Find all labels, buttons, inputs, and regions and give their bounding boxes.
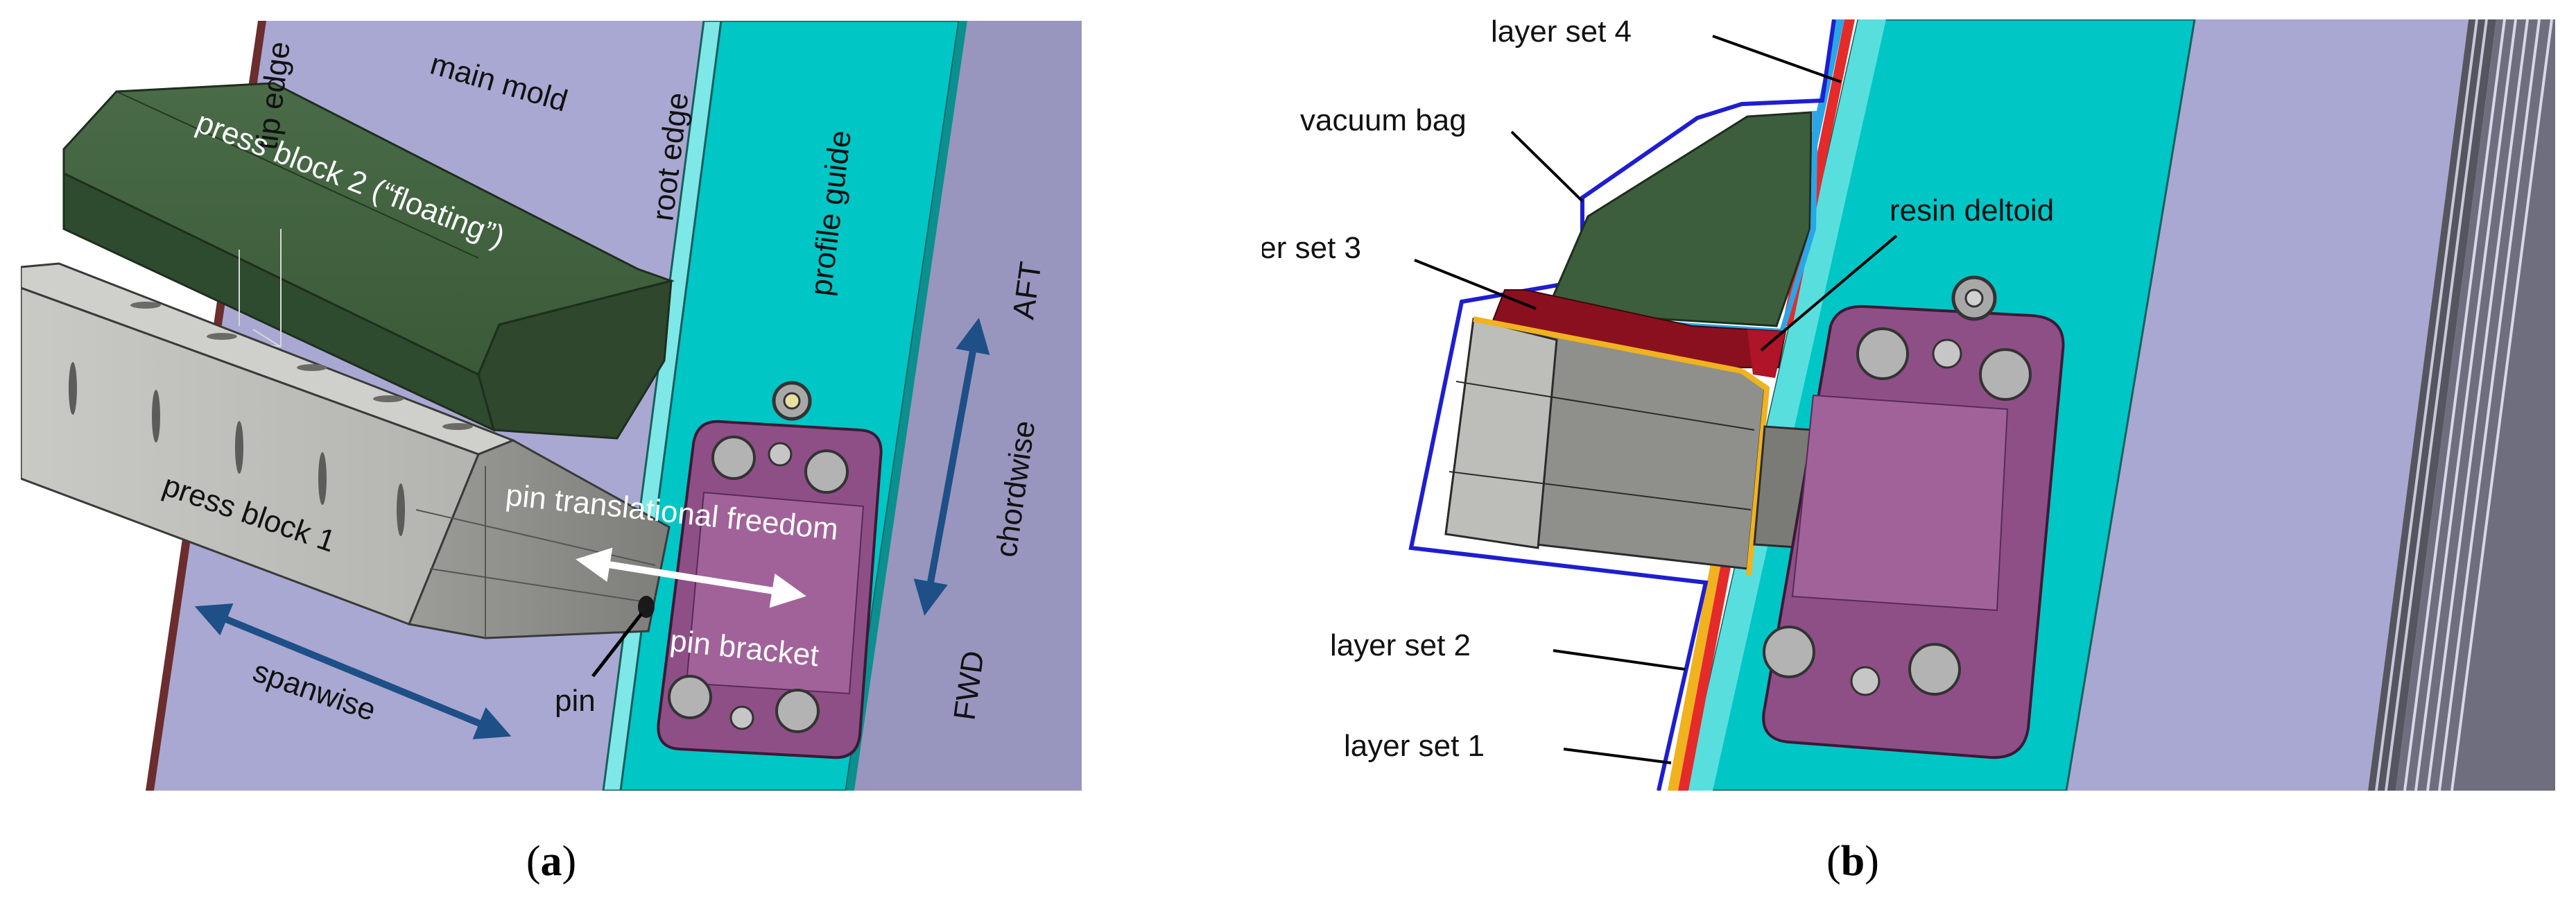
panel-b-scene: layer set 4 vacuum bag resin deltoid lay… (1220, 15, 2555, 791)
press-block-1-top-holes (130, 302, 473, 430)
leader-layer-set-1 (1563, 748, 1672, 764)
leader-layer-set-2 (1553, 649, 1686, 671)
label-layer-set-4: layer set 4 (1491, 15, 1632, 49)
label-aft: AFT (1006, 259, 1048, 321)
press-block-1-slots (69, 362, 405, 536)
leader-resin-deltoid (1760, 234, 1898, 352)
panel-b-profile-guide-face (1685, 19, 1886, 791)
label-resin-deltoid: resin deltoid (1890, 194, 2054, 227)
panel-b-pin-bracket (1762, 304, 2065, 759)
panel-b-mold (2066, 19, 2469, 791)
panel-b-guide-washer-icon (1951, 275, 1997, 321)
bracket-bolt-icon (668, 436, 849, 733)
panel-a-scene: tip edge main mold root edge profile gui… (21, 21, 1082, 791)
label-vacuum-bag: vacuum bag (1300, 103, 1467, 137)
caption-b: (b) (1826, 838, 1879, 885)
press-block-2-end (477, 280, 673, 440)
resin-deltoid-core (1747, 329, 1786, 378)
caption-a: (a) (526, 838, 576, 885)
chordwise-arrow (913, 318, 990, 616)
spanwise-arrow (194, 603, 512, 739)
layer-strip-orange (1668, 534, 1727, 791)
layer-strip-red (1678, 534, 1737, 791)
leader-layer-set-4 (1712, 35, 1842, 83)
label-layer-set-3: layer set 3 (1220, 231, 1361, 265)
leader-vacuum-bag (1510, 130, 1584, 203)
panel-b-press-block-1 (1444, 316, 1770, 576)
press-block-2 (62, 82, 675, 440)
pin-leader-line (591, 612, 643, 678)
guide-washer-icon (772, 381, 812, 421)
panel-b-mold-stack (2368, 19, 2555, 791)
panel-b-press-block-2 (1544, 111, 1813, 327)
label-pin: pin (555, 684, 596, 718)
panel-b: layer set 4 vacuum bag resin deltoid lay… (1220, 15, 2555, 885)
leader-layer-set-3 (1414, 259, 1537, 310)
label-layer-set-1: layer set 1 (1344, 729, 1485, 763)
profile-guide-edge (846, 21, 967, 791)
panel-a: tip edge main mold root edge profile gui… (21, 21, 1082, 885)
panel-b-bracket-bolt-icon (1763, 327, 2032, 696)
label-layer-set-2: layer set 2 (1330, 628, 1471, 662)
pin-translational-freedom-arrow (576, 547, 806, 608)
